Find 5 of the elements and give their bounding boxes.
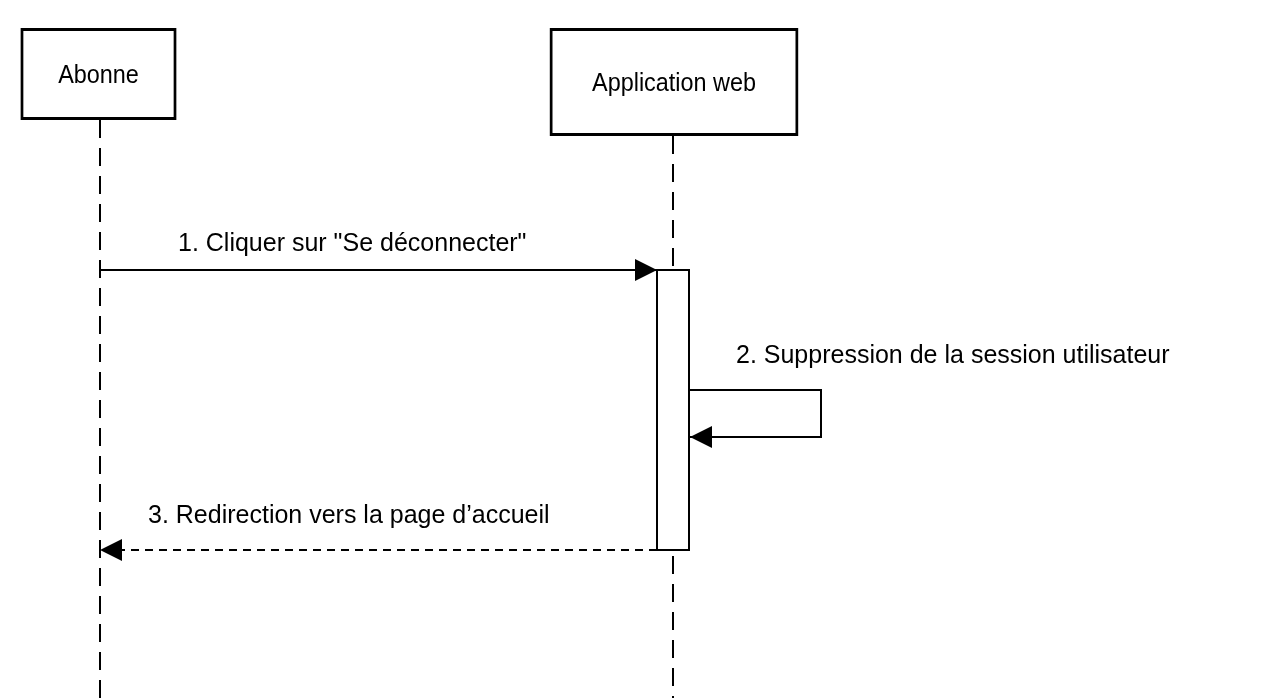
- activation-bar: [656, 269, 690, 551]
- participant-box: Application web: [549, 28, 799, 136]
- message-arrow: [99, 539, 658, 561]
- participant-box: Abonne: [20, 28, 177, 120]
- message-arrow: [99, 259, 658, 281]
